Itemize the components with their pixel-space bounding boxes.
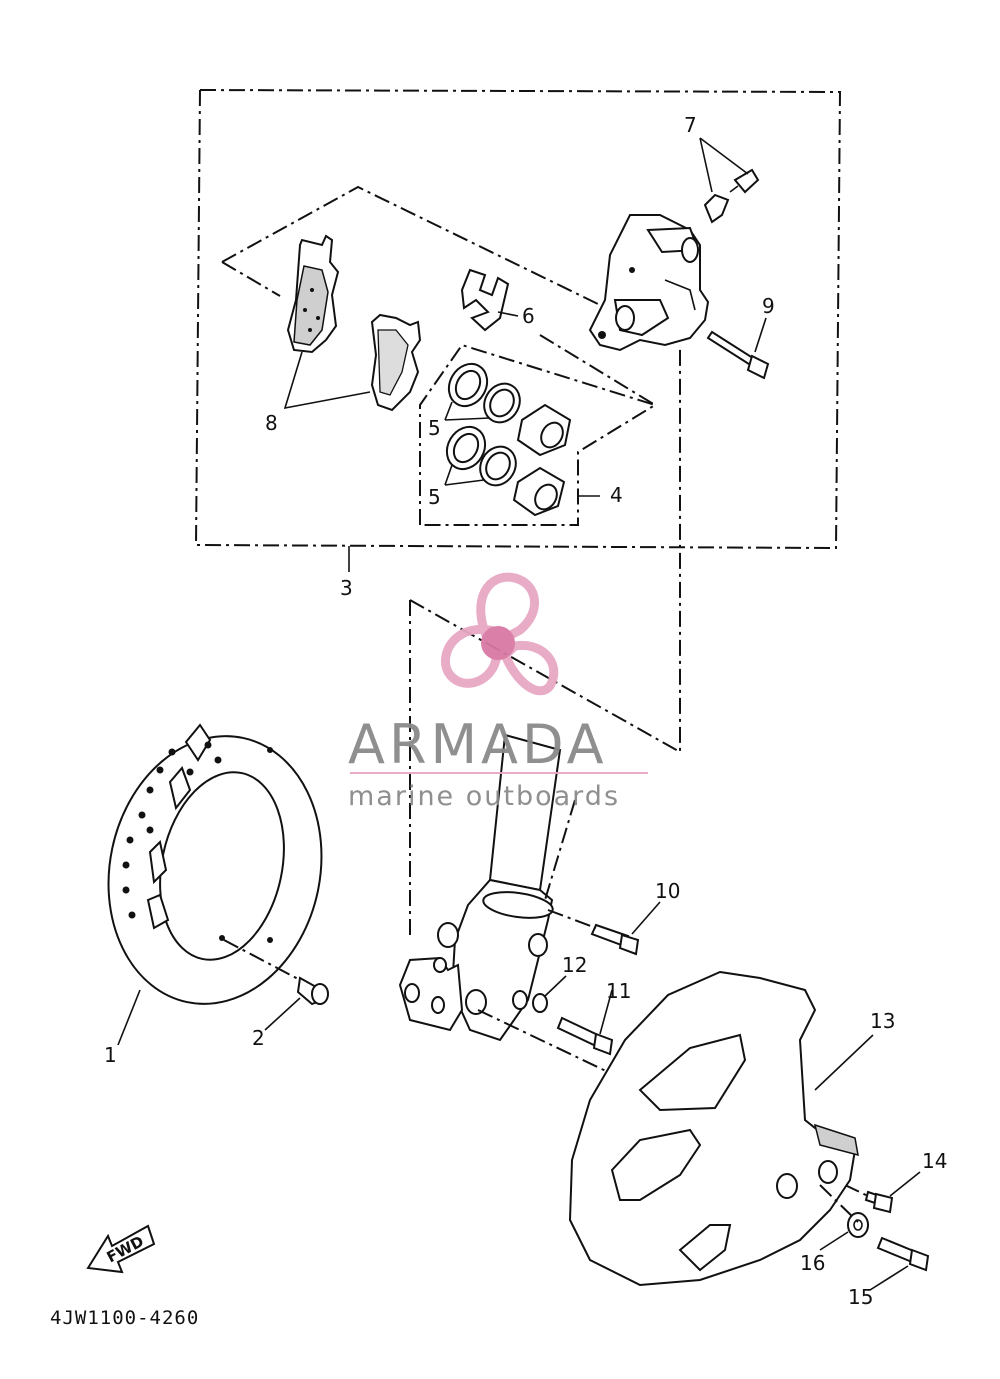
leader-16 — [819, 1231, 849, 1251]
callout-3: 3 — [340, 576, 353, 600]
callout-6: 6 — [522, 304, 535, 328]
brake-caliper-icon — [588, 214, 710, 352]
washer-axis — [819, 1184, 859, 1223]
leader-10 — [631, 901, 661, 935]
leader-5 — [444, 401, 491, 486]
front-fender-icon — [568, 970, 859, 1287]
assembly-box-3 — [194, 88, 842, 550]
callout-15: 15 — [848, 1285, 873, 1309]
callout-5a: 5 — [428, 416, 441, 440]
pad-group-lines — [221, 185, 656, 406]
callout-11: 11 — [606, 979, 631, 1003]
leader-13 — [814, 1034, 874, 1091]
pad-spring-icon — [460, 268, 510, 332]
leader-11 — [599, 989, 613, 1035]
bleed-screw-icon — [703, 168, 760, 224]
callout-5b: 5 — [428, 485, 441, 509]
leader-7 — [699, 137, 749, 193]
caliper-bolt-icon — [590, 923, 640, 956]
leader-12 — [544, 975, 567, 997]
brake-disc-icon — [107, 723, 323, 1005]
assembly-box-4 — [419, 343, 658, 526]
brake-pad-icon — [370, 313, 422, 412]
leader-disc-bolt — [223, 939, 301, 981]
callout-2: 2 — [252, 1026, 265, 1050]
propeller-logo-icon — [440, 572, 559, 696]
direction-label: FWD — [104, 1232, 147, 1266]
callout-9: 9 — [762, 294, 775, 318]
leader-15 — [869, 1265, 909, 1291]
fender-washer-hole — [853, 1219, 863, 1231]
washer-icon — [532, 993, 548, 1013]
callout-10: 10 — [655, 879, 680, 903]
fender-washer-icon — [847, 1212, 869, 1238]
callout-12: 12 — [562, 953, 587, 977]
fender-bolt-icon — [876, 1236, 930, 1272]
piston-icon — [512, 403, 572, 517]
callout-16: 16 — [800, 1251, 825, 1275]
watermark-tagline: marine outboards — [348, 781, 620, 812]
leader-6 — [497, 311, 519, 317]
diagram-code: 4JW1100-4260 — [50, 1307, 199, 1329]
piston-seal-icon — [445, 362, 521, 487]
fender-bolt-icon — [864, 1190, 894, 1214]
callout-14: 14 — [922, 1149, 947, 1173]
disc-bolt-icon — [296, 976, 329, 1006]
caliper-fork-line — [409, 345, 681, 935]
brake-pad-icon — [286, 234, 340, 354]
callout-1: 1 — [104, 1043, 117, 1067]
leader-bolt10 — [547, 909, 597, 929]
axle-bolt-icon — [556, 1016, 614, 1056]
fork-center-line — [544, 799, 576, 901]
leader-9 — [754, 317, 767, 353]
watermark-brand: ARMADA — [348, 713, 608, 776]
pin-bolt-icon — [706, 330, 770, 380]
watermark: ARMADA marine outboards — [348, 572, 648, 812]
callout-7: 7 — [684, 113, 697, 137]
leader-2 — [264, 997, 301, 1031]
callout-8: 8 — [265, 411, 278, 435]
callout-4: 4 — [610, 483, 623, 507]
direction-arrow-icon: FWD — [86, 1224, 156, 1274]
leader-8 — [283, 351, 371, 410]
leader-14 — [889, 1171, 921, 1197]
callout-13: 13 — [870, 1009, 895, 1033]
leader-1 — [117, 989, 141, 1046]
